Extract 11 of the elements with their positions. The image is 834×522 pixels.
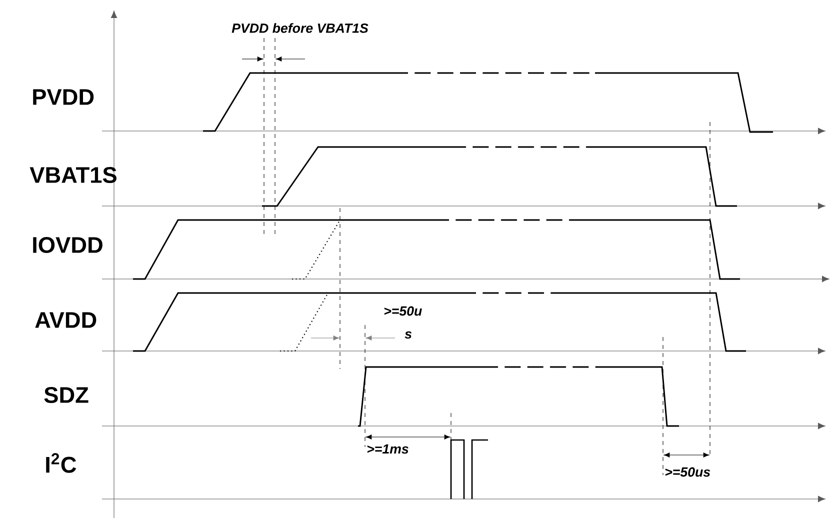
signal-label: VBAT1S xyxy=(30,166,116,184)
signal-label: IOVDD xyxy=(33,236,102,254)
signal-label: AVDD xyxy=(35,312,96,328)
timing-note: s xyxy=(404,331,412,339)
signal-label: PVDD xyxy=(33,89,94,105)
timing-note: >=50us xyxy=(665,467,710,477)
timing-note: >=50u xyxy=(384,306,422,316)
signal-label: I$^{2}$C xyxy=(46,453,76,473)
signal-label: SDZ xyxy=(44,386,88,404)
timing-note: PVDD before VBAT1S xyxy=(232,23,368,33)
timing-note: >=1ms xyxy=(367,444,408,454)
